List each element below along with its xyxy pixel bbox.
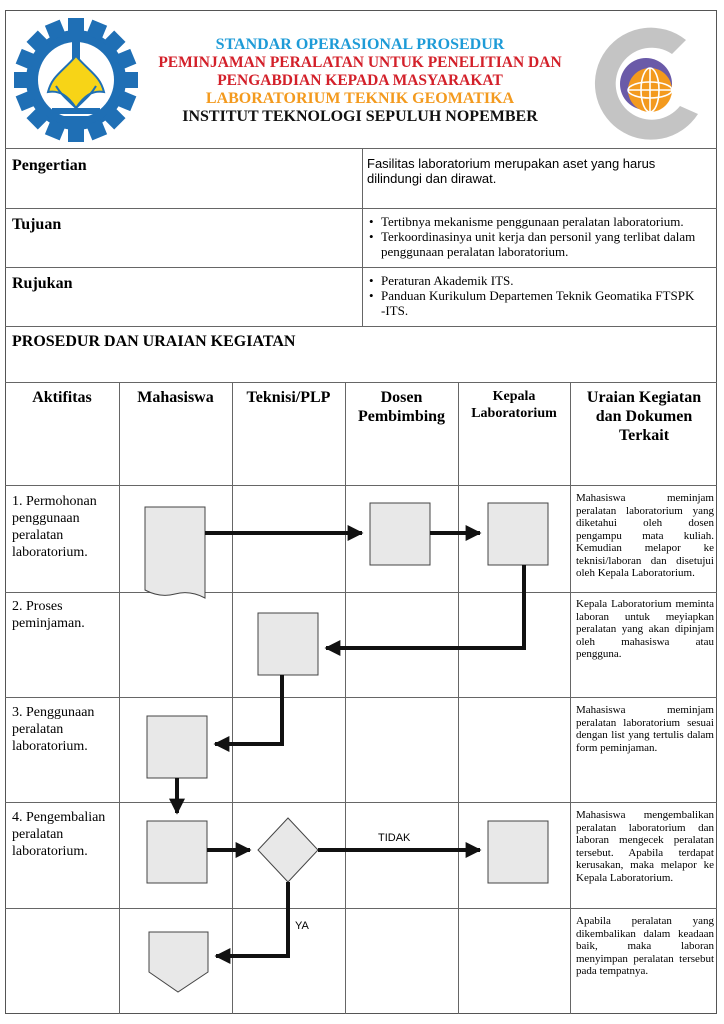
- process-box-kepala: [487, 502, 549, 566]
- col-line: [119, 382, 120, 1014]
- prosedur-title: PROSEDUR DAN URAIAN KEGIATAN: [12, 333, 296, 350]
- pengertian-text: Fasilitas laboratorium merupakan aset ya…: [367, 156, 656, 186]
- col-line: [345, 382, 346, 1014]
- row-divider: [5, 326, 717, 327]
- process-box-kepala-report: [487, 820, 549, 884]
- label-ya: YA: [295, 920, 309, 932]
- activity-1: 1. Permohonan penggunaan peralatan labor…: [12, 494, 97, 560]
- activity-2: 2. Proses peminjaman.: [12, 599, 85, 631]
- row-line: [5, 485, 717, 486]
- col-line: [570, 382, 571, 1014]
- rujukan-item: Panduan Kurikulum Departemen Teknik Geom…: [369, 288, 697, 318]
- document-shape: [144, 506, 206, 599]
- col-header-mahasiswa: Mahasiswa: [137, 389, 214, 406]
- title-line-3: LABORATORIUM TEKNIK GEOMATIKA: [205, 90, 515, 107]
- col-header-uraian: Uraian Kegiatan dan Dokumen Terkait: [586, 389, 702, 444]
- row-divider: [5, 267, 717, 268]
- process-box-mahasiswa-return: [146, 820, 208, 884]
- col-header-aktifitas: Aktifitas: [32, 389, 92, 406]
- process-box-teknisi: [257, 612, 319, 676]
- rujukan-label: Rujukan: [12, 275, 73, 292]
- col-line: [458, 382, 459, 1014]
- page-border: [5, 10, 717, 1014]
- geomatika-logo: [594, 27, 698, 140]
- row-line: [5, 697, 717, 698]
- uraian-3: Mahasiswa meminjam peralatan laboratoriu…: [576, 704, 714, 754]
- label-tidak: TIDAK: [378, 832, 411, 844]
- row-line: [5, 908, 717, 909]
- tujuan-label: Tujuan: [12, 216, 62, 233]
- tujuan-item: Tertibnya mekanisme penggunaan peralatan…: [369, 214, 712, 229]
- uraian-5: Apabila peralatan yang dikembalikan dala…: [576, 915, 714, 977]
- its-logo: [14, 18, 138, 142]
- activity-4: 4. Pengembalian peralatan laboratorium.: [12, 810, 106, 859]
- col-header-dosen: Dosen Pembimbing: [357, 389, 446, 425]
- rujukan-list: Peraturan Akademik ITS. Panduan Kurikulu…: [367, 273, 697, 318]
- uraian-1: Mahasiswa meminjam peralatan laboratoriu…: [576, 492, 714, 579]
- header-divider: [5, 148, 717, 149]
- info-column-divider: [362, 148, 363, 326]
- process-box-dosen: [369, 502, 431, 566]
- process-box-mahasiswa-use: [146, 715, 208, 779]
- row-line: [5, 592, 717, 593]
- col-header-teknisi: Teknisi/PLP: [246, 389, 331, 406]
- col-header-kepala: Kepala Laboratorium: [471, 389, 557, 421]
- uraian-2: Kepala Laboratorium meminta laboran untu…: [576, 598, 714, 660]
- title-line-1: STANDAR OPERASIONAL PROSEDUR: [215, 36, 505, 53]
- title-line-2: PEMINJAMAN PERALATAN UNTUK PENELITIAN DA…: [158, 54, 562, 89]
- row-line: [5, 802, 717, 803]
- rujukan-item: Peraturan Akademik ITS.: [369, 273, 697, 288]
- end-shape: [148, 931, 209, 993]
- uraian-4: Mahasiswa mengembalikan peralatan labora…: [576, 809, 714, 884]
- table-top: [5, 382, 717, 383]
- row-divider: [5, 208, 717, 209]
- activity-3: 3. Penggunaan peralatan laboratorium.: [12, 705, 95, 754]
- document-title: STANDAR OPERASIONAL PROSEDUR PEMINJAMAN …: [150, 36, 570, 126]
- tujuan-list: Tertibnya mekanisme penggunaan peralatan…: [367, 214, 712, 259]
- decision-diamond: [257, 817, 319, 883]
- pengertian-label: Pengertian: [12, 157, 87, 174]
- tujuan-item: Terkoordinasinya unit kerja dan personil…: [369, 229, 712, 259]
- title-line-4: INSTITUT TEKNOLOGI SEPULUH NOPEMBER: [182, 108, 538, 125]
- col-line: [232, 382, 233, 1014]
